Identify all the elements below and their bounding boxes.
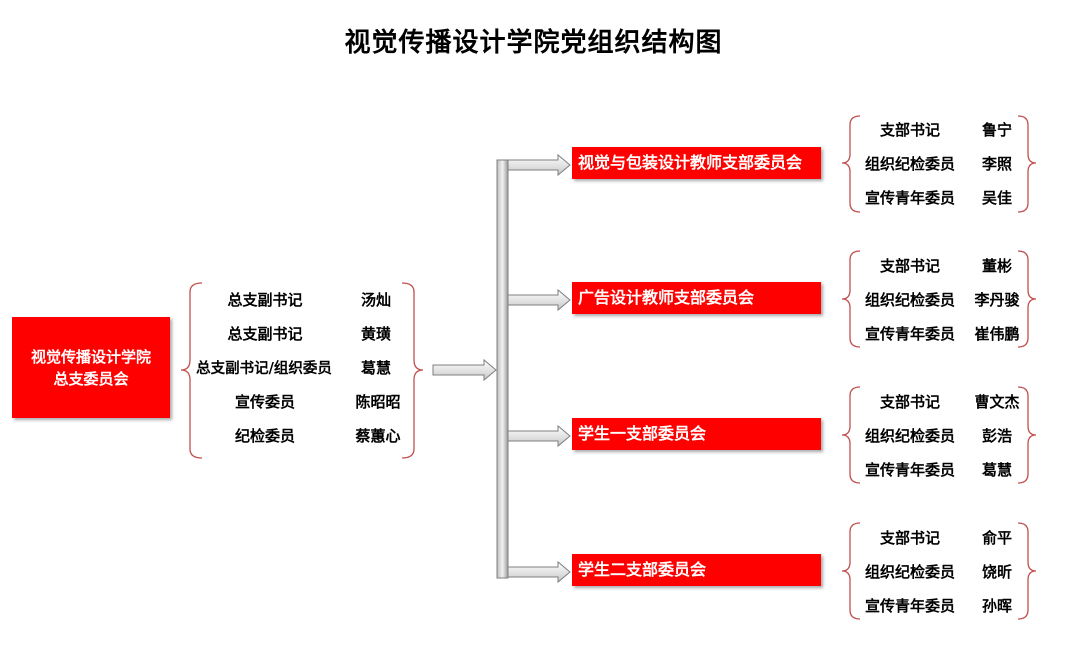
- branch-member-name: 崔伟鹏: [974, 325, 1020, 343]
- branch-member-name: 吴佳: [981, 189, 1012, 207]
- branch-member-role: 宣传青年委员: [864, 597, 955, 615]
- branch-member-role: 支部书记: [879, 121, 940, 139]
- branch-member-role: 支部书记: [879, 393, 940, 411]
- root-right-brace: [401, 282, 424, 459]
- branch4-left-brace: [841, 522, 861, 620]
- branch-member-role: 组织纪检委员: [864, 427, 955, 445]
- branch-member-role: 组织纪检委员: [864, 563, 955, 581]
- branch-arrow-2: [507, 288, 571, 312]
- branch2-right-brace: [1017, 250, 1037, 348]
- branch-member-name: 彭浩: [981, 427, 1012, 445]
- branch-arrow-4: [507, 560, 571, 584]
- root-committee-line1: 视觉传播设计学院: [30, 347, 151, 366]
- root-member-name: 蔡蕙心: [355, 427, 401, 445]
- root-member-name: 黄璜: [360, 325, 391, 343]
- root-member-role: 宣传委员: [234, 393, 295, 411]
- branch-member-name: 李照: [981, 155, 1012, 173]
- branch-member-name: 葛慧: [981, 461, 1012, 479]
- branch-member-name: 饶昕: [981, 563, 1012, 581]
- branch2-left-brace: [841, 250, 861, 348]
- branch-arrow-1: [507, 153, 571, 177]
- branch-member-name: 董彬: [981, 257, 1012, 275]
- branch-member-role: 宣传青年委员: [864, 325, 955, 343]
- branch-member-name: 李丹骏: [974, 291, 1020, 309]
- branch-member-name: 鲁宁: [981, 121, 1012, 139]
- branch-member-name: 俞平: [981, 529, 1012, 547]
- branch-member-role: 组织纪检委员: [864, 291, 955, 309]
- branch-committee-box: 广告设计教师支部委员会: [572, 282, 821, 314]
- root-member-role: 纪检委员: [234, 427, 295, 445]
- vertical-connector-bar: [496, 159, 509, 579]
- branch-committee-box: 学生二支部委员会: [572, 554, 821, 586]
- main-arrow: [432, 358, 497, 382]
- branch-committee-box: 学生一支部委员会: [572, 418, 821, 450]
- branch-member-name: 曹文杰: [974, 393, 1020, 411]
- branch-arrow-3: [507, 424, 571, 448]
- branch-member-role: 支部书记: [879, 529, 940, 547]
- root-committee-box: 视觉传播设计学院 总支委员会: [12, 317, 170, 418]
- branch-member-role: 组织纪检委员: [864, 155, 955, 173]
- root-member-role: 总支副书记: [227, 325, 303, 343]
- branch-member-role: 宣传青年委员: [864, 461, 955, 479]
- root-committee-line2: 总支委员会: [53, 369, 129, 388]
- branch4-right-brace: [1017, 522, 1037, 620]
- page-title: 视觉传播设计学院党组织结构图: [344, 28, 723, 58]
- branch-member-role: 支部书记: [879, 257, 940, 275]
- root-member-role: 总支副书记/组织委员: [196, 360, 332, 377]
- branch-member-name: 孙晖: [981, 597, 1012, 615]
- root-member-role: 总支副书记: [227, 291, 303, 309]
- branch-member-role: 宣传青年委员: [864, 189, 955, 207]
- branch1-left-brace: [841, 115, 861, 213]
- root-member-name: 葛慧: [360, 359, 391, 377]
- branch-committee-box: 视觉与包装设计教师支部委员会: [572, 147, 821, 179]
- root-member-name: 陈昭昭: [355, 393, 401, 411]
- root-left-brace: [180, 282, 203, 459]
- branch3-right-brace: [1017, 386, 1037, 484]
- branch3-left-brace: [841, 386, 861, 484]
- branch1-right-brace: [1017, 115, 1037, 213]
- root-member-name: 汤灿: [360, 291, 391, 309]
